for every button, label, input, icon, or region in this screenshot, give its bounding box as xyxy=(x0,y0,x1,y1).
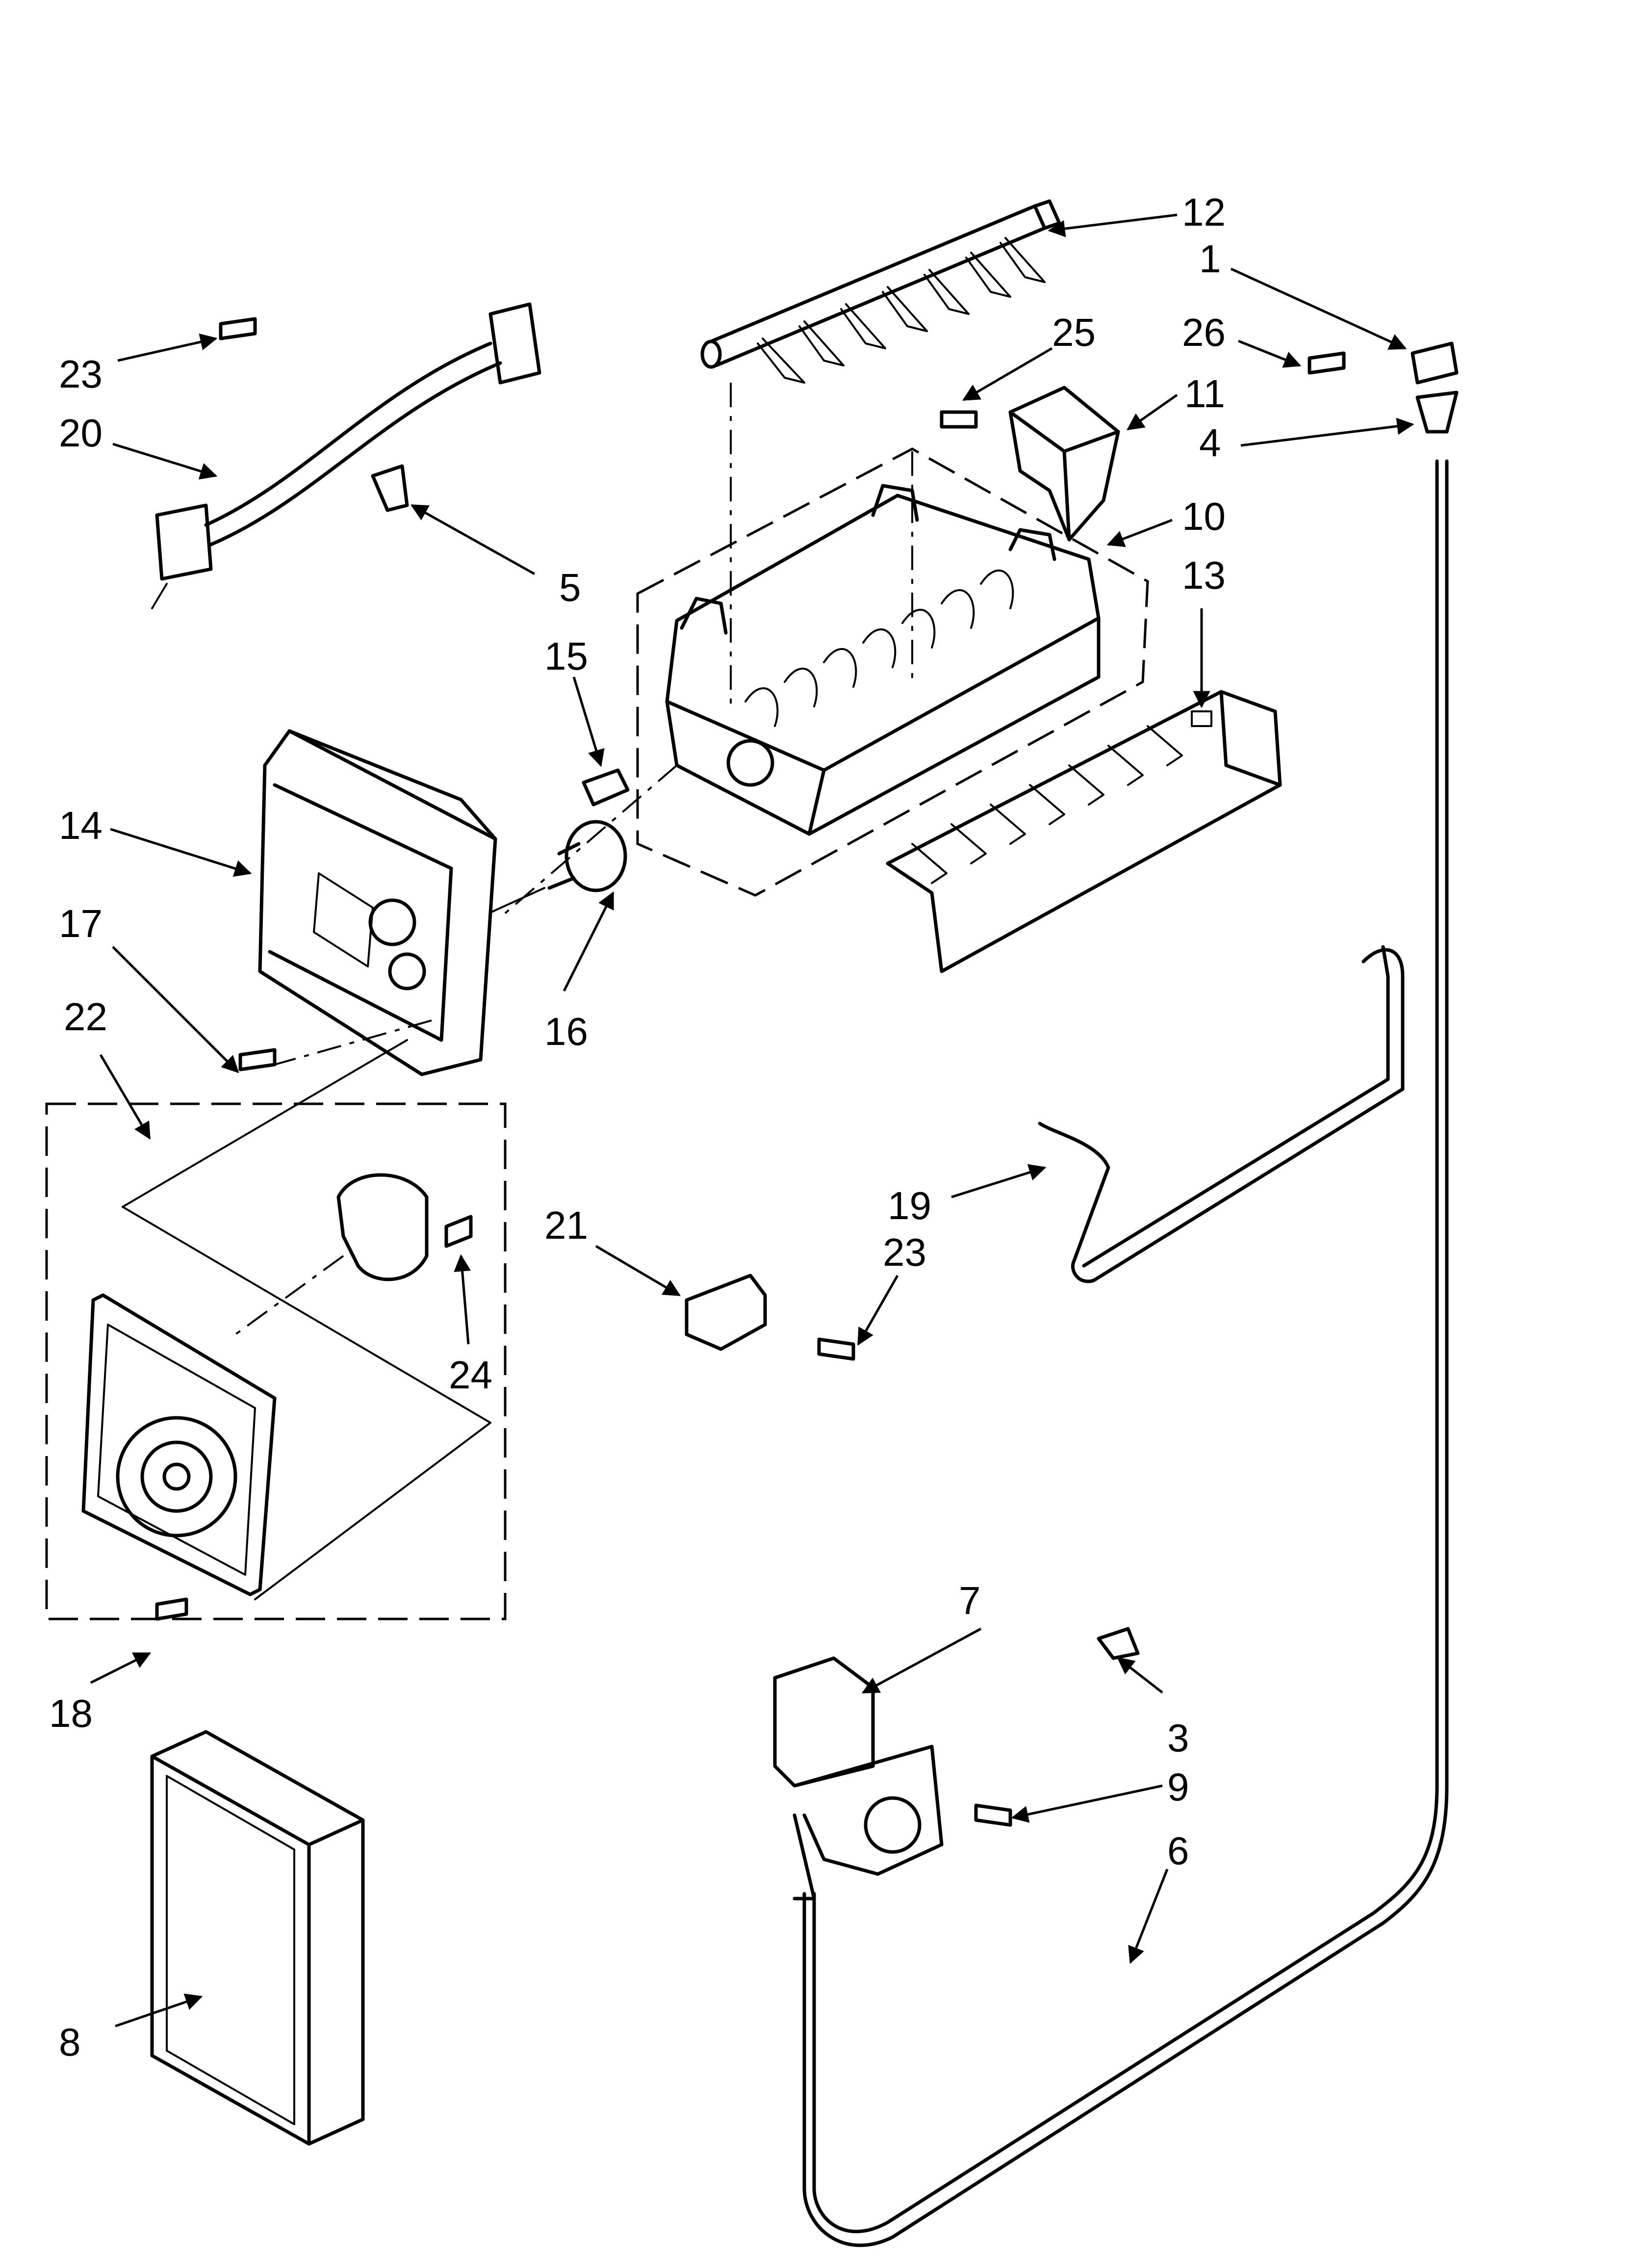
callout-15: 15 xyxy=(544,634,588,678)
screw-18-part xyxy=(155,1597,188,1621)
harness-clip-part xyxy=(371,464,409,512)
clip-part xyxy=(1097,1627,1140,1660)
callout-4: 4 xyxy=(1199,421,1221,465)
control-module-housing-part xyxy=(258,729,545,1076)
screw-25-part xyxy=(940,410,978,429)
stripper-part xyxy=(886,690,1282,973)
ice-mold-part xyxy=(636,447,1149,897)
tube-nut-part xyxy=(1411,341,1459,385)
callout-22: 22 xyxy=(64,995,107,1039)
wiring-harness-part xyxy=(151,302,541,609)
callout-19: 19 xyxy=(888,1184,931,1227)
screw-23-top-part xyxy=(219,317,257,340)
tube-bracket-part xyxy=(685,1274,767,1351)
fill-cup-part xyxy=(1008,386,1120,542)
screw-23-mid-part xyxy=(817,1337,855,1361)
water-tube-part xyxy=(802,459,1449,2247)
ferrule-part xyxy=(1415,391,1459,434)
callout-3: 3 xyxy=(1167,1716,1189,1760)
motor-part xyxy=(336,1173,429,1281)
callout-18: 18 xyxy=(49,1692,93,1735)
screw-17-part xyxy=(238,1048,277,1071)
callout-26: 26 xyxy=(1182,311,1226,354)
callout-12: 12 xyxy=(1182,190,1226,234)
callout-5: 5 xyxy=(559,566,581,609)
callout-25: 25 xyxy=(1052,311,1096,354)
motor-kit-dashed-box xyxy=(45,1102,507,1620)
callout-8: 8 xyxy=(59,2020,81,2064)
thermostat-part xyxy=(547,820,627,892)
callout-24: 24 xyxy=(449,1353,492,1397)
fill-tube-part xyxy=(1038,945,1405,1283)
callout-1: 1 xyxy=(1199,237,1221,281)
callout-23-top: 23 xyxy=(59,352,103,396)
callout-17: 17 xyxy=(59,902,103,945)
callout-16: 16 xyxy=(544,1010,588,1053)
bearing-part xyxy=(582,768,630,807)
cover-part xyxy=(150,1730,365,2146)
screw-26-part xyxy=(1308,351,1346,375)
callout-20: 20 xyxy=(59,411,103,455)
callout-10: 10 xyxy=(1182,495,1226,538)
screw-9-part xyxy=(974,1803,1012,1827)
callout-21: 21 xyxy=(544,1203,588,1247)
callout-13: 13 xyxy=(1182,553,1226,597)
module-backplate-part xyxy=(81,1293,277,1596)
screw-24-part xyxy=(444,1215,473,1248)
ejector-shaft-part xyxy=(700,199,1061,384)
callout-7: 7 xyxy=(959,1579,981,1622)
callout-9: 9 xyxy=(1167,1765,1189,1809)
water-valve-part xyxy=(773,1656,944,1901)
callout-11: 11 xyxy=(1184,372,1225,416)
leader-lines xyxy=(90,213,1414,2028)
callout-6: 6 xyxy=(1167,1829,1189,1873)
callout-14: 14 xyxy=(59,804,103,847)
callout-23-mid: 23 xyxy=(883,1230,926,1274)
